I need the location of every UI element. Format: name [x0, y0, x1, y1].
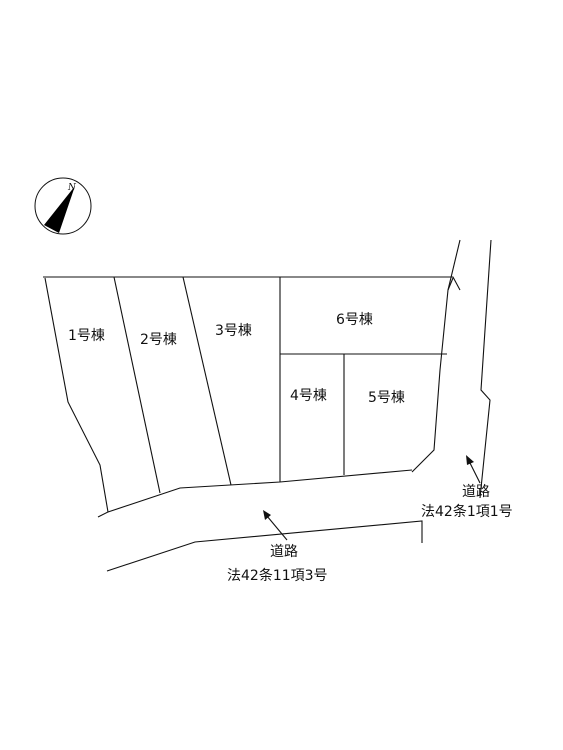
- east-road-name: 道路: [462, 484, 490, 500]
- south-road-arrow-head: [263, 510, 271, 520]
- lot-3-label: 3号棟: [215, 323, 252, 339]
- south-road-arrow: [266, 515, 288, 541]
- east-road-arrow: [468, 460, 481, 484]
- site-bottom-edge: [107, 469, 413, 513]
- south-road: 道路 法42条11項3号: [106, 510, 423, 584]
- lot-labels: 1号棟 2号棟 3号棟 4号棟 5号棟 6号棟: [68, 312, 405, 406]
- lot-1-label: 1号棟: [68, 328, 105, 344]
- lot-5-label: 5号棟: [368, 390, 405, 406]
- north-label: N: [67, 183, 77, 193]
- north-compass: N: [34, 177, 92, 235]
- east-road-outer-edge: [479, 239, 492, 499]
- east-road-arrow-head: [466, 455, 474, 465]
- divider-2-3: [182, 276, 232, 486]
- divider-1-2: [113, 276, 161, 494]
- lot-6-label: 6号棟: [336, 312, 373, 328]
- south-road-name: 道路: [270, 544, 298, 560]
- site-top-edge: [43, 276, 461, 291]
- lot-4-label: 4号棟: [290, 388, 327, 404]
- east-road-inner-edge: [447, 239, 461, 291]
- lot-2-label: 2号棟: [140, 332, 177, 348]
- south-road-outer-edge: [106, 520, 423, 572]
- site-left-edge: [44, 277, 109, 518]
- north-arrow-icon: [44, 186, 75, 233]
- site-right-edge: [411, 277, 454, 473]
- compass-circle: [34, 177, 92, 235]
- east-road: 道路 法42条1項1号: [421, 239, 513, 520]
- south-road-designation: 法42条11項3号: [227, 567, 328, 584]
- site-boundary: [43, 276, 461, 518]
- lot-dividers: [113, 276, 447, 494]
- east-road-designation: 法42条1項1号: [421, 503, 513, 520]
